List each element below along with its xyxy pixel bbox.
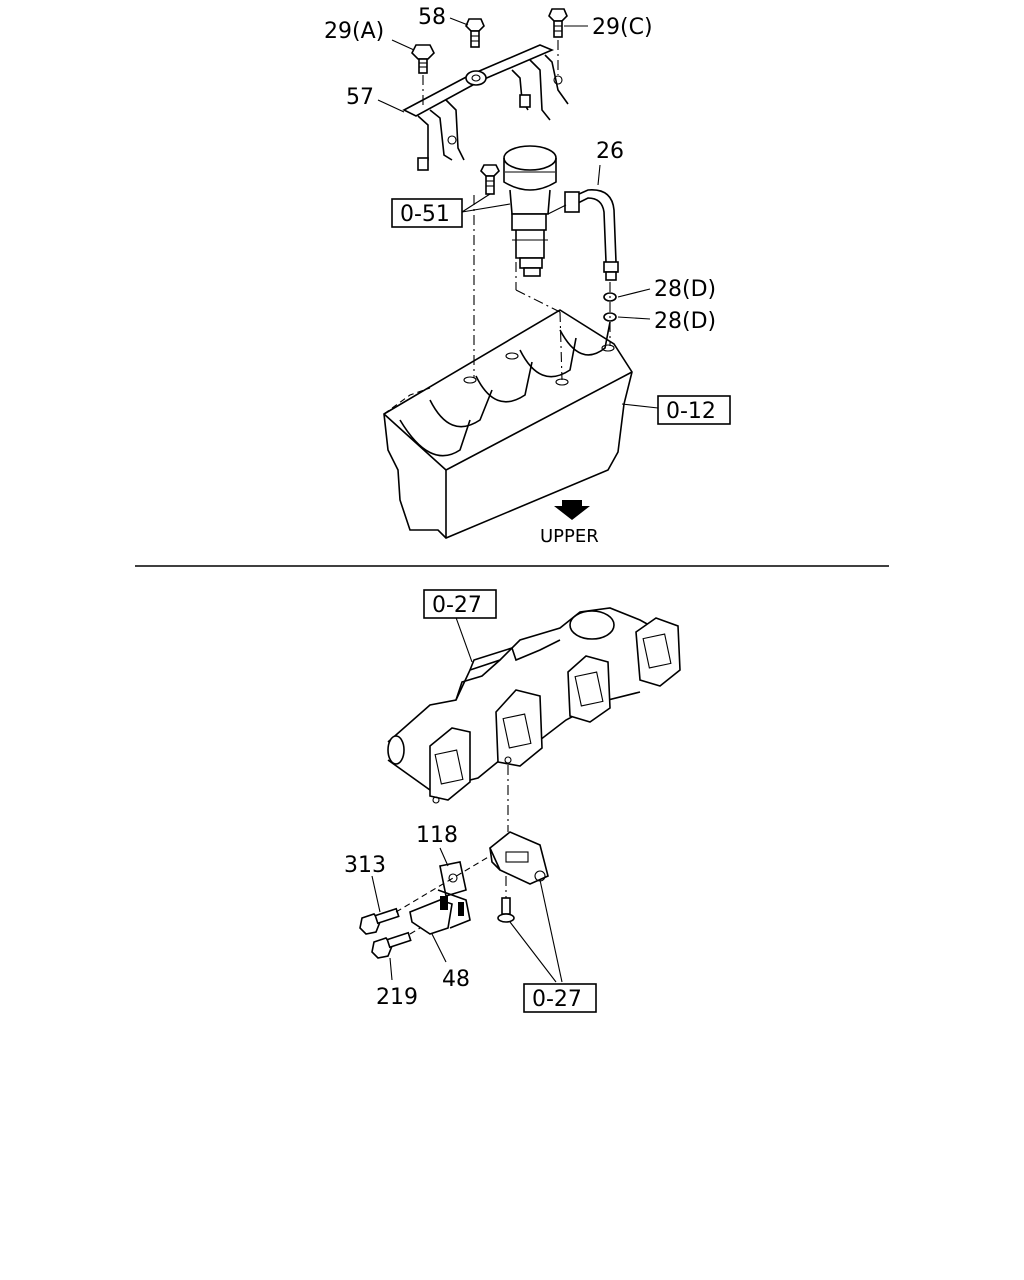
leader-line bbox=[621, 403, 659, 409]
leader-line bbox=[391, 39, 415, 51]
upper-assembly bbox=[377, 8, 659, 539]
label-48: 48 bbox=[442, 967, 470, 992]
exhaust-manifold bbox=[387, 607, 681, 804]
label-313: 313 bbox=[344, 853, 386, 878]
plate-118 bbox=[439, 861, 467, 898]
injector bbox=[503, 145, 557, 277]
bracket-027 bbox=[489, 831, 549, 885]
bolt-313 bbox=[359, 907, 400, 935]
leader-line bbox=[371, 875, 381, 913]
leader-line bbox=[617, 316, 651, 320]
label-219: 219 bbox=[376, 985, 418, 1010]
bolt-027 bbox=[497, 897, 515, 923]
leader-line bbox=[453, 611, 473, 663]
cylinder-head bbox=[383, 309, 633, 539]
leader-line bbox=[461, 203, 511, 213]
lower-assembly bbox=[359, 607, 681, 983]
bolt-29c bbox=[548, 8, 568, 38]
leader-line bbox=[539, 879, 563, 983]
leader-line bbox=[617, 288, 651, 298]
leakoff-pipe-26 bbox=[547, 189, 619, 281]
bracket-57 bbox=[402, 44, 569, 171]
guide-line bbox=[559, 311, 563, 381]
label-26: 26 bbox=[596, 139, 624, 164]
label-29a: 29(A) bbox=[324, 19, 384, 44]
ref-box-027-top[interactable] bbox=[423, 589, 497, 619]
ref-label-027-top: 0-27 bbox=[432, 593, 482, 618]
guide-line bbox=[395, 855, 491, 913]
ref-label-051: 0-51 bbox=[400, 202, 450, 227]
upper-label: UPPER bbox=[540, 526, 599, 547]
label-29c: 29(C) bbox=[592, 15, 653, 40]
leader-line bbox=[439, 847, 449, 867]
label-58: 58 bbox=[418, 5, 446, 30]
bolt-58 bbox=[465, 18, 485, 48]
bolt-29a bbox=[411, 44, 435, 74]
leader-line bbox=[431, 933, 447, 963]
leader-line bbox=[389, 957, 393, 981]
guide-line bbox=[409, 927, 421, 935]
leader-line bbox=[377, 99, 405, 113]
clamp-48 bbox=[409, 889, 471, 935]
ref-box-027-bottom[interactable] bbox=[523, 983, 597, 1013]
label-57: 57 bbox=[346, 85, 374, 110]
bolt-051 bbox=[480, 164, 500, 195]
ref-label-012: 0-12 bbox=[666, 399, 716, 424]
label-118: 118 bbox=[416, 823, 458, 848]
leader-line bbox=[461, 193, 491, 213]
leader-line bbox=[597, 164, 601, 186]
label-28d-1: 28(D) bbox=[654, 277, 716, 302]
upper-arrow-icon bbox=[554, 500, 590, 520]
ref-box-051[interactable] bbox=[391, 198, 463, 228]
bolt-219 bbox=[371, 931, 412, 959]
label-28d-2: 28(D) bbox=[654, 309, 716, 334]
guide-line bbox=[515, 289, 561, 313]
leader-line bbox=[449, 17, 469, 26]
ref-label-027-bottom: 0-27 bbox=[532, 987, 582, 1012]
ref-box-012[interactable] bbox=[657, 395, 731, 425]
leader-line bbox=[509, 921, 557, 983]
